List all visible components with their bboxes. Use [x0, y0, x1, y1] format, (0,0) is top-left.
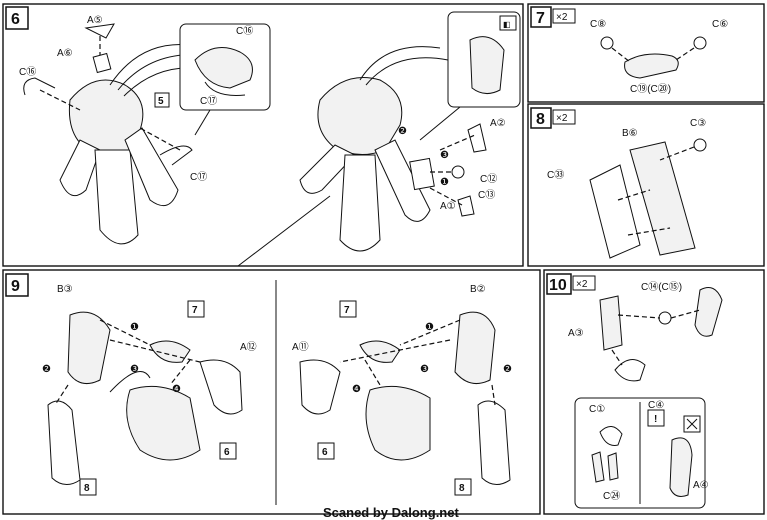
label-s9r-b2: B②: [470, 284, 486, 295]
step-9-left-assembly: [47, 311, 243, 485]
order-2-s9r: ❷: [503, 364, 512, 375]
label-s9r-a11: A⑪: [292, 341, 309, 353]
label-c13: C⑬: [478, 189, 495, 201]
label-a6: A⑥: [57, 48, 73, 59]
label-a2: A②: [490, 118, 506, 129]
step-6-number: 6: [11, 11, 20, 28]
step-7-panel: [527, 3, 765, 103]
part-fist: [614, 359, 646, 382]
step-9-badge: [5, 273, 29, 297]
step-7-qty-badge: [552, 8, 576, 24]
label-s8-c33: C㉝: [547, 169, 564, 181]
step-10-badge: [546, 273, 572, 295]
part-c14: [658, 311, 672, 325]
label-s10-c4: C④: [648, 400, 664, 411]
ref-8-right-badge: [454, 478, 472, 496]
ref-6-left: 6: [224, 447, 230, 458]
step-6-diagonal-divider: [237, 195, 331, 267]
step-10-number: 10: [549, 277, 567, 294]
order-1-s9l: ❶: [130, 322, 139, 333]
order-3-step6: ❸: [440, 150, 449, 161]
step-7-qty: ×2: [556, 12, 568, 23]
step-8-panel: [527, 103, 765, 267]
step-6-badge: [5, 6, 29, 30]
ref-7-left-badge: [187, 300, 205, 318]
label-s9-b3: B③: [57, 284, 73, 295]
step-10-qty-badge: [572, 275, 596, 291]
step-9-right-assembly: [299, 311, 511, 485]
step-8-qty: ×2: [556, 113, 568, 124]
step-8-number: 8: [536, 111, 545, 128]
label-s9-a12: A⑫: [240, 341, 257, 353]
step-8: 8 ×2 B⑥ C③ C㉝: [530, 107, 707, 259]
step-7: 7 ×2 C⑧ C⑥ C⑲(C⑳): [530, 6, 728, 95]
scanner-credit: Scaned by Dalong.net: [323, 505, 459, 520]
order-4-s9l: ❹: [172, 384, 181, 395]
order-3-s9l: ❸: [130, 364, 139, 375]
step-10: 10 ×2 C⑭(C⑮) A③ ! C① C㉔ C④ A④: [546, 273, 723, 509]
ref-6-right-badge: [317, 442, 335, 460]
part-c3: [693, 138, 707, 152]
step-8-qty-badge: [552, 109, 576, 125]
ref-8-left-badge: [79, 478, 97, 496]
svg-text:◧: ◧: [503, 20, 511, 29]
backpack-assembly-right: [299, 46, 487, 252]
part-c33: [589, 164, 641, 259]
label-c17: C⑰: [190, 171, 207, 183]
ref-6-left-badge: [219, 442, 237, 460]
label-s10-a3: A③: [568, 328, 584, 339]
order-4-s9r: ❹: [352, 384, 361, 395]
label-s7-c6: C⑥: [712, 19, 728, 30]
part-c8: [600, 36, 614, 50]
label-s10-c24: C㉔: [603, 490, 620, 502]
order-2-step6: ❷: [398, 126, 407, 137]
ref-8-right: 8: [459, 483, 465, 494]
ref-step-5-badge: [154, 92, 170, 108]
label-s8-c3: C③: [690, 118, 706, 129]
ref-step-5: 5: [158, 96, 164, 107]
label-s8-b6: B⑥: [622, 128, 638, 139]
ref-7-left: 7: [192, 305, 198, 316]
label-c17-inset: C⑰: [200, 95, 217, 107]
label-s7-c8: C⑧: [590, 19, 606, 30]
caution-icon: [647, 409, 665, 427]
order-1-step6: ❶: [440, 177, 449, 188]
step-6: 6 A⑤ A⑥ C⑯ 5 C⑰: [5, 6, 521, 252]
part-a3: [599, 295, 623, 351]
label-s10-c1: C①: [589, 404, 605, 415]
backpack-assembly-left: [23, 23, 211, 245]
label-a5: A⑤: [87, 15, 103, 26]
label-a1: A①: [440, 201, 456, 212]
label-s10-a4: A④: [693, 480, 709, 491]
label-c12: C⑫: [480, 173, 497, 185]
ref-7-right: 7: [344, 305, 350, 316]
ref-8-left: 8: [84, 483, 90, 494]
step-7-number: 7: [536, 10, 545, 27]
step-7-badge: [530, 6, 552, 28]
step-9: 9 B③ A⑫ 7 6 8 ❶ ❷ ❸ ❹: [5, 273, 512, 496]
order-2-s9l: ❷: [42, 364, 51, 375]
step-10-qty: ×2: [576, 279, 588, 290]
part-c6: [693, 36, 707, 50]
label-s10-c14: C⑭(C⑮): [641, 281, 682, 293]
part-c19: [624, 53, 679, 79]
step-6-inset: [179, 23, 271, 136]
label-c16-inset: C⑯: [236, 25, 253, 37]
step-8-badge: [530, 107, 552, 129]
part-hand-frame: [694, 287, 723, 337]
svg-text:!: !: [654, 414, 657, 425]
ref-6-right: 6: [322, 447, 328, 458]
step-9-panel: [2, 269, 541, 515]
label-c16: C⑯: [19, 66, 36, 78]
order-3-s9r: ❸: [420, 364, 429, 375]
part-b6: [629, 141, 696, 256]
step-6-panel: [2, 3, 524, 267]
step-6-right-inset: ◧: [419, 11, 521, 141]
order-1-s9r: ❶: [425, 322, 434, 333]
step-9-number: 9: [11, 278, 20, 295]
step-10-panel: [543, 269, 765, 515]
ref-7-right-badge: [339, 300, 357, 318]
label-s7-c19: C⑲(C⑳): [630, 83, 671, 95]
